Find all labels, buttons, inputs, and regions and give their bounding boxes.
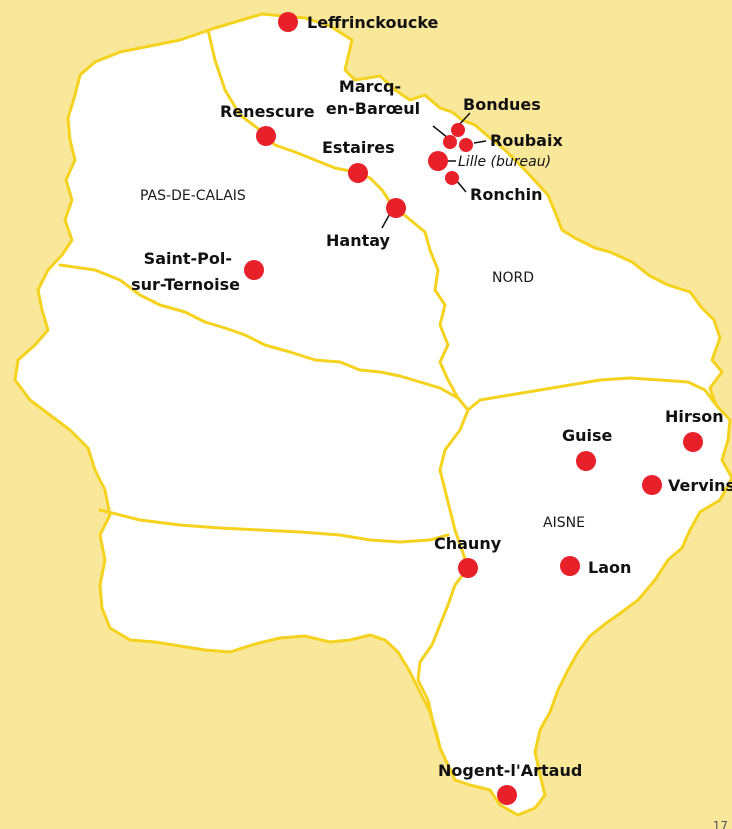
department-label-nord: NORD (492, 270, 534, 286)
city-dot-guise (576, 451, 596, 471)
city-dot-hirson (683, 432, 703, 452)
city-label-saint-pol-line1: Saint-Pol- (144, 249, 232, 268)
city-dot-nogent (497, 785, 517, 805)
city-label-bondues: Bondues (463, 95, 541, 114)
city-label-hantay: Hantay (326, 231, 391, 250)
city-dot-renescure (256, 126, 276, 146)
city-dot-lille (428, 151, 448, 171)
city-label-laon: Laon (588, 558, 631, 577)
city-label-ronchin: Ronchin (470, 185, 542, 204)
city-label-renescure: Renescure (220, 102, 315, 121)
city-label-estaires: Estaires (322, 138, 395, 157)
department-label-aisne: AISNE (543, 515, 585, 531)
city-label-guise: Guise (562, 426, 613, 445)
city-label-saint-pol-line2: sur-Ternoise (131, 275, 240, 294)
city-label-roubaix: Roubaix (490, 131, 563, 150)
city-dot-estaires (348, 163, 368, 183)
department-label-pas-de-calais: PAS-DE-CALAIS (140, 188, 246, 204)
city-dot-leffrinckoucke (278, 12, 298, 32)
city-label-marcq-line2: en-Barœul (326, 99, 420, 118)
city-label-vervins: Vervins (668, 476, 732, 495)
city-dot-roubaix (459, 138, 473, 152)
border-oise-aisne (416, 408, 470, 750)
city-dot-marcq (443, 135, 457, 149)
leader-roubaix (473, 140, 487, 144)
border-pas-de-calais-somme (58, 263, 460, 400)
city-label-leffrinckoucke: Leffrinckoucke (307, 13, 439, 32)
leader-marcq (432, 125, 449, 139)
border-somme-oise (98, 508, 450, 544)
city-label-marcq-line1: Marcq- (339, 77, 401, 96)
city-dot-laon (560, 556, 580, 576)
city-dot-hantay (386, 198, 406, 218)
city-label-nogent: Nogent-l'Artaud (438, 761, 582, 780)
city-label-lille: Lille (bureau) (458, 154, 551, 170)
border-nord-aisne (478, 376, 718, 407)
city-dot-ronchin (445, 171, 459, 185)
city-dot-chauny (458, 558, 478, 578)
city-dot-vervins (642, 475, 662, 495)
region-outline (13, 12, 732, 817)
city-label-chauny: Chauny (434, 534, 502, 553)
city-label-hirson: Hirson (665, 407, 724, 426)
city-dot-bondues (451, 123, 465, 137)
city-dot-saint-pol (244, 260, 264, 280)
page-number: 17 (713, 819, 728, 829)
